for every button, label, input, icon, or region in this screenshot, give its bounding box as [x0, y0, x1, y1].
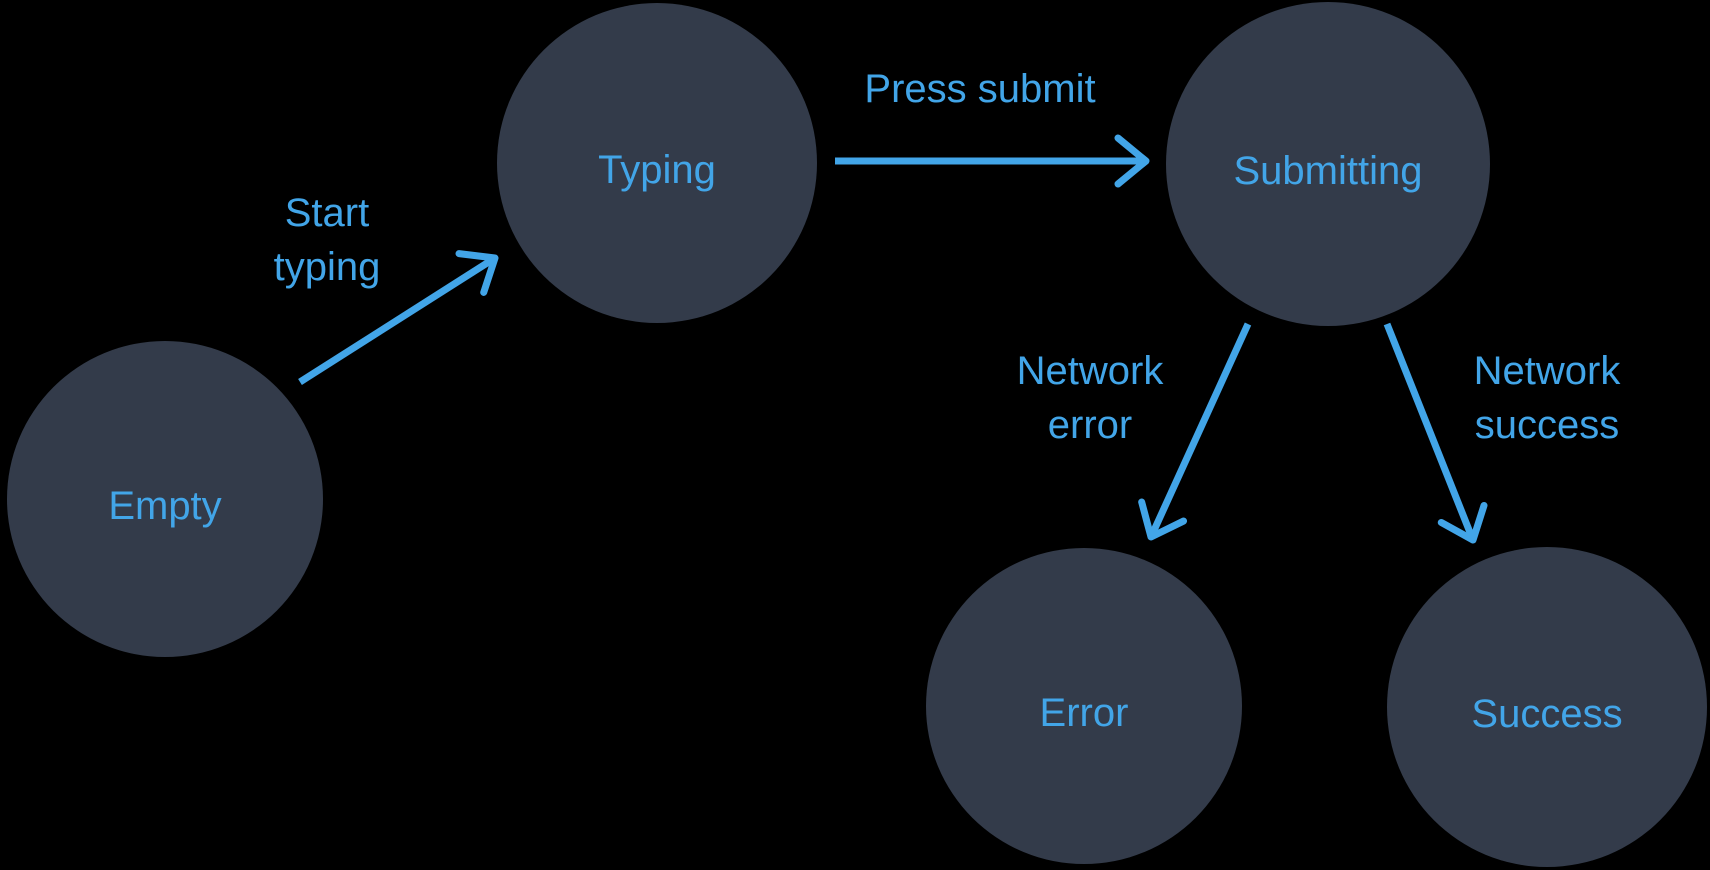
state-label-typing: Typing — [598, 148, 716, 192]
transition-arrow-start-typing — [298, 250, 499, 385]
state-node-success — [1387, 547, 1707, 867]
transition-label-network-success: Network — [1474, 349, 1622, 393]
state-node-submitting — [1166, 2, 1490, 326]
state-label-empty: Empty — [108, 484, 221, 528]
transition-label-network-error: Network — [1017, 349, 1165, 393]
state-label-submitting: Submitting — [1234, 149, 1423, 193]
transition-arrow-network-success — [1383, 322, 1488, 544]
transition-label-start-typing: Start — [285, 191, 369, 235]
state-node-typing — [497, 3, 817, 323]
state-label-error: Error — [1040, 691, 1129, 735]
transition-label-press-submit: Press submit — [864, 67, 1095, 111]
state-node-empty — [7, 341, 323, 657]
transition-label-network-error: error — [1048, 403, 1132, 447]
transition-label-network-success: success — [1475, 403, 1620, 447]
transition-arrow-network-error — [1138, 322, 1252, 541]
state-node-error — [926, 548, 1242, 864]
state-label-success: Success — [1471, 692, 1622, 736]
transition-label-start-typing: typing — [274, 245, 381, 289]
